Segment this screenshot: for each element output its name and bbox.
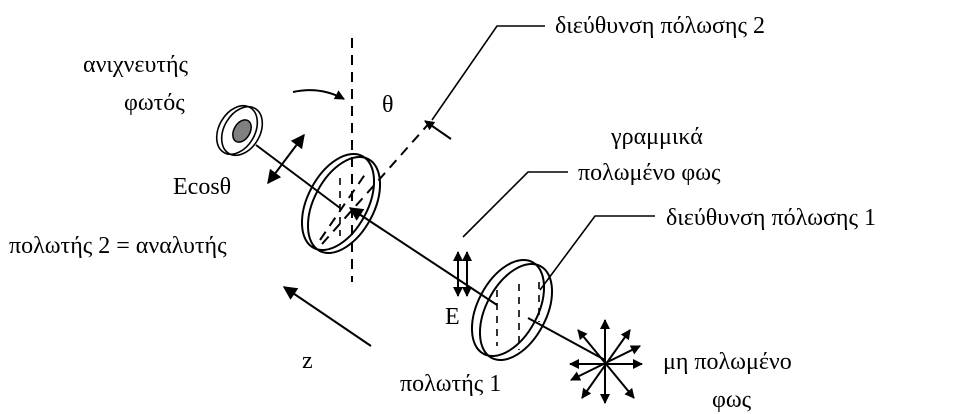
theta-label: θ: [382, 92, 394, 118]
detector-label-line2: φωτός: [124, 90, 185, 116]
detector-core: [232, 119, 252, 143]
pol-dir-1-leader: [539, 215, 655, 291]
e-field-label: E: [445, 304, 460, 330]
lin-pol-leader: [462, 171, 568, 238]
unpolarized-label-line1: μη πολωμένο: [663, 349, 792, 375]
pol-dir-2-label: διεύθυνση πόλωσης 2: [555, 13, 765, 39]
polarizer-2-label: πολωτής 2 = αναλυτής: [9, 233, 227, 259]
polarizer-1: [470, 258, 554, 362]
lin-pol-label-line2: πολωμένο φως: [578, 160, 721, 186]
unpolarized-light-star: [569, 319, 643, 404]
ecos-theta-arrow: [267, 133, 305, 185]
ecos-theta-label: Ecosθ: [173, 174, 231, 200]
linearly-polarized-beam: [348, 207, 498, 306]
polarization-direction-2-line: [321, 119, 433, 245]
unpolarized-label-line2: φως: [712, 387, 752, 413]
light-detector: [215, 104, 264, 157]
pol-dir-1-label: διεύθυνση πόλωσης 1: [666, 205, 876, 231]
theta-indicator: [424, 120, 452, 140]
pol-dir-2-leader: [431, 25, 545, 121]
z-axis-label: z: [302, 348, 313, 374]
lin-pol-label-line1: γραμμικά: [610, 124, 703, 150]
rotation-arrow: [292, 89, 345, 100]
polarizer-2-analyzer: [300, 152, 382, 255]
polarizer-1-label: πολωτής 1: [400, 371, 501, 397]
z-axis-arrow: [282, 286, 372, 347]
unpolarized-beam: [527, 317, 606, 361]
detector-label-line1: ανιχνευτής: [83, 52, 189, 78]
